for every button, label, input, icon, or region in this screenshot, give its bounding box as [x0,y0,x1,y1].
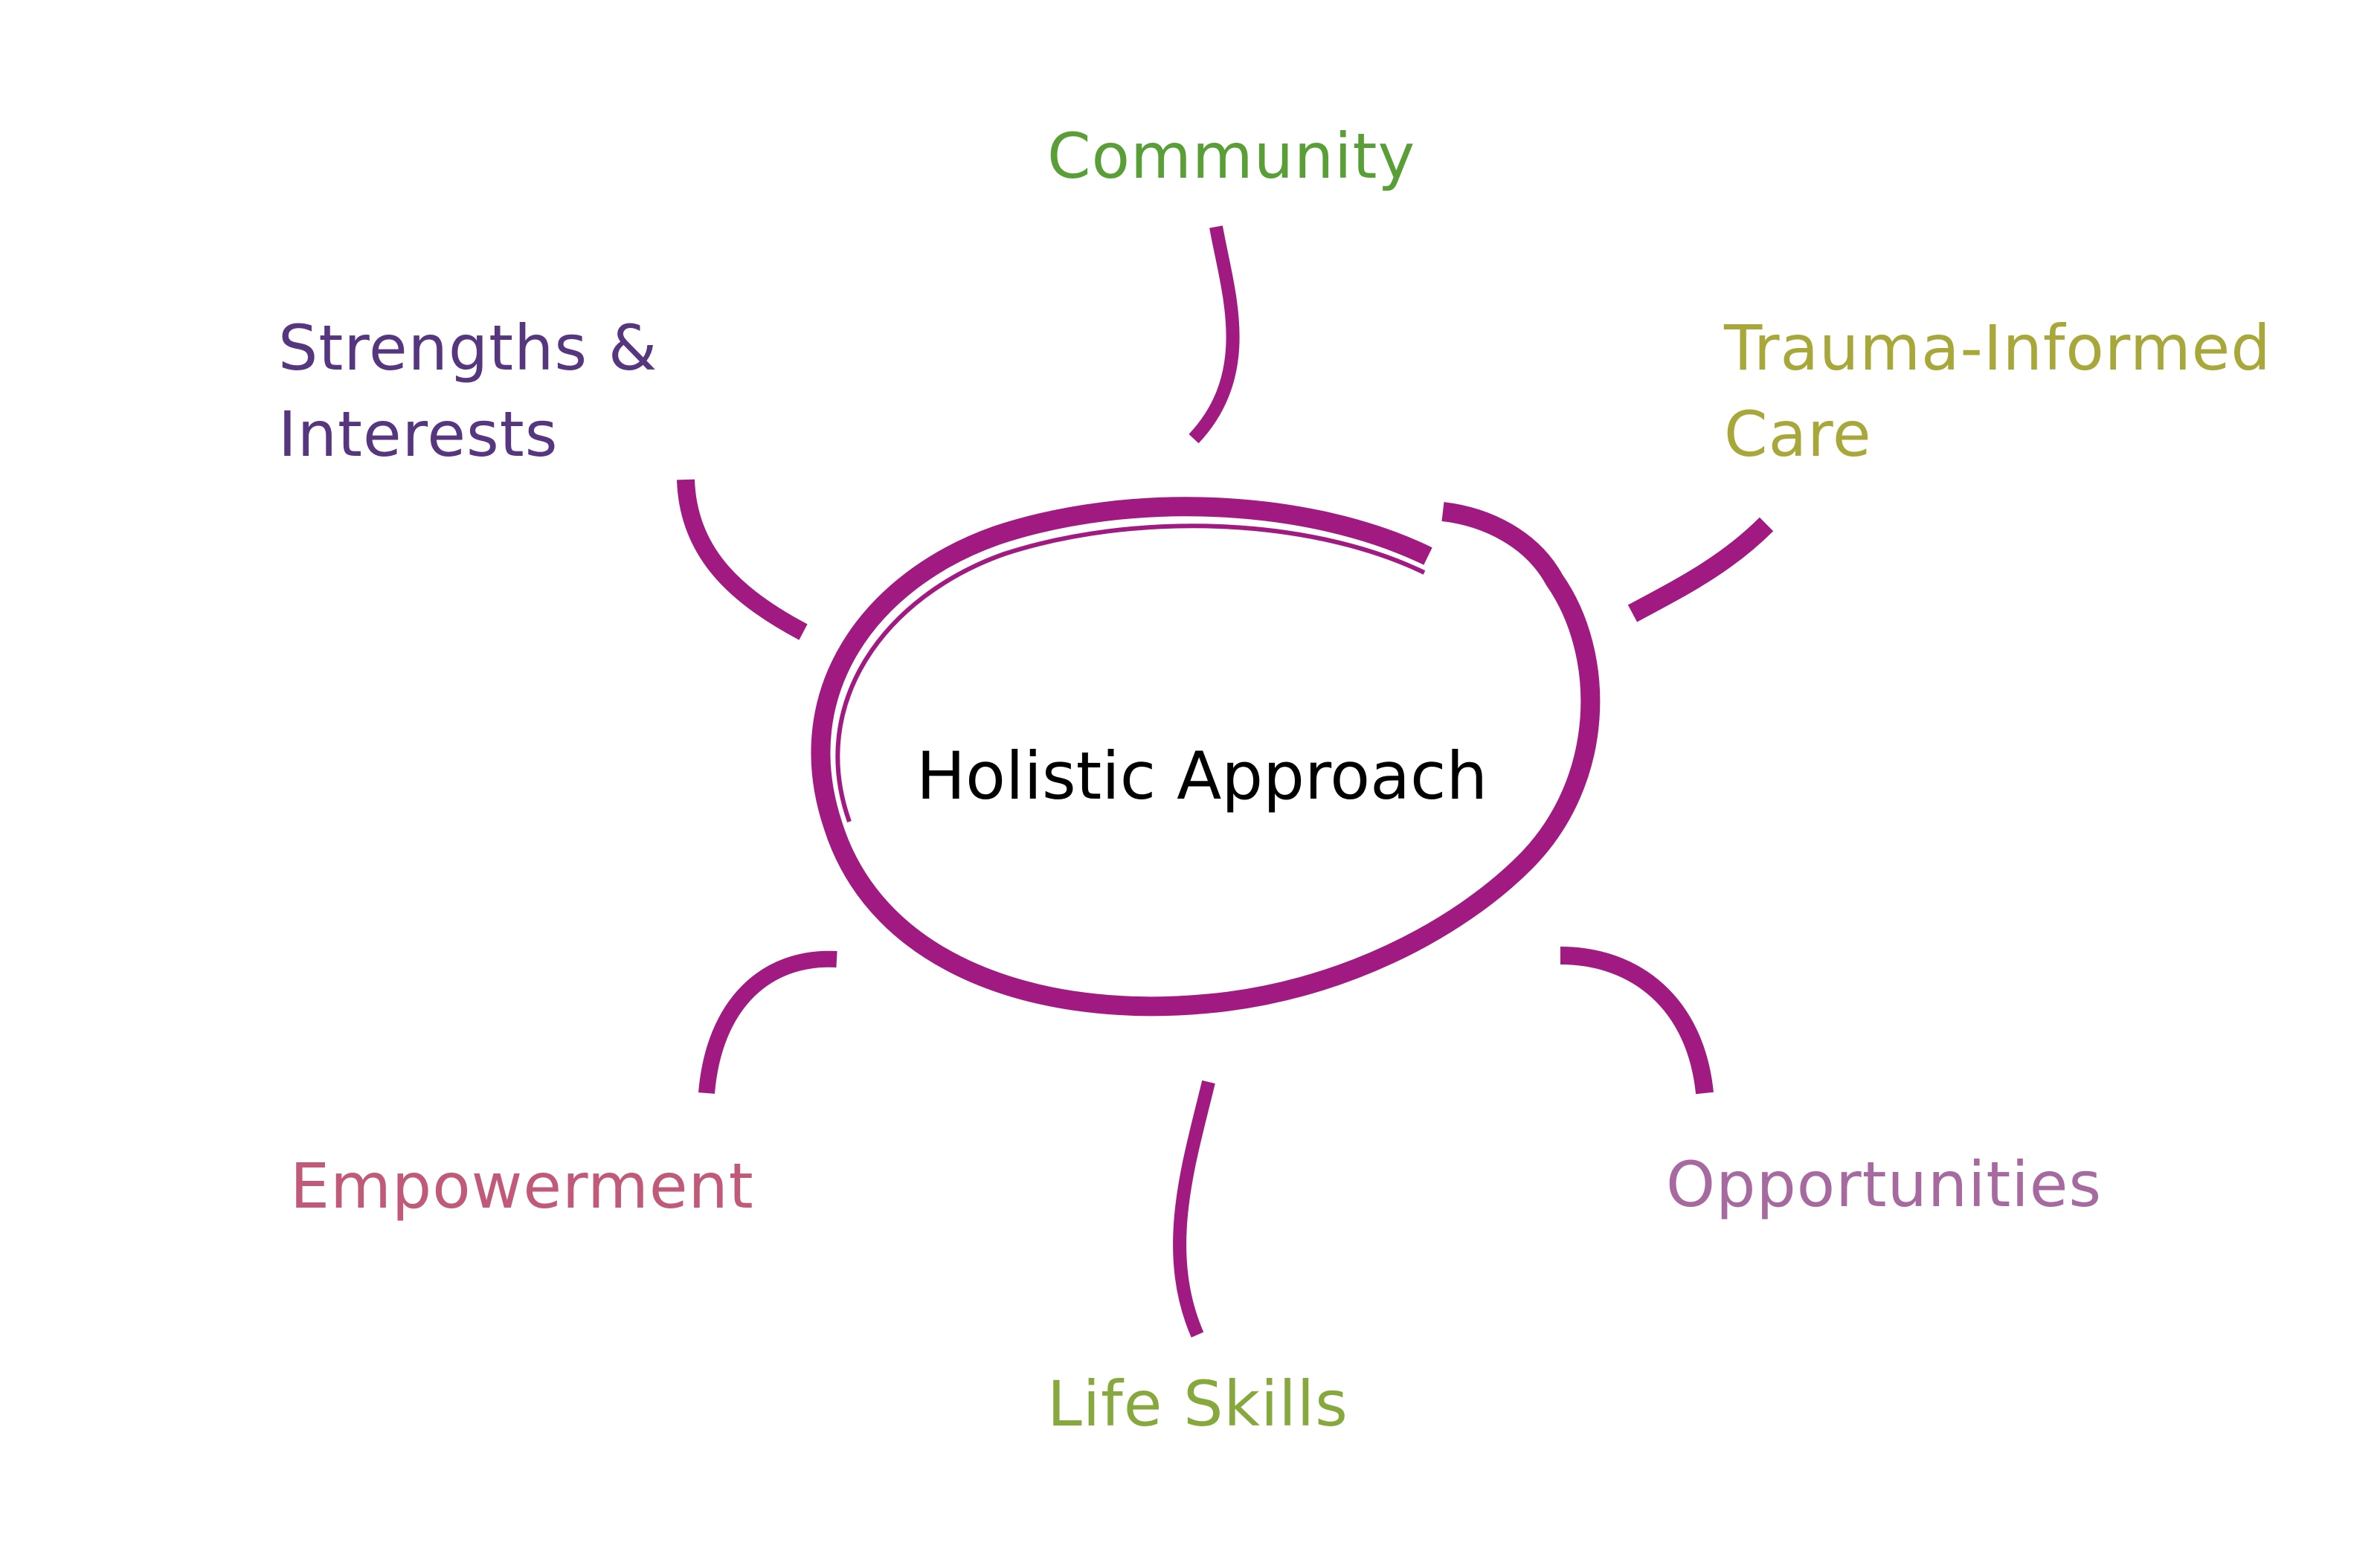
connector-strengths [677,479,808,640]
node-empowerment-label: Empowerment [290,1150,754,1223]
center-label: Holistic Approach [916,738,1488,814]
node-trauma-label: Trauma-Informed Care [1724,305,2271,477]
connector-life-skills [1173,1080,1215,1338]
node-strengths-line-1: Strengths & [278,312,658,384]
node-strengths-line-2: Interests [278,398,559,471]
connector-empowerment [698,950,837,1094]
node-life-skills-label: Life Skills [1047,1368,1348,1440]
node-trauma-line-2: Care [1724,398,1872,471]
center-ellipse [811,497,1601,1017]
node-community-label: Community [1047,120,1416,193]
connector-community [1189,225,1240,444]
center-ellipse-inner [835,524,1426,823]
node-trauma-line-1: Trauma-Informed [1724,312,2271,384]
connector-trauma [1627,517,1774,622]
connector-opportunities [1560,947,1714,1095]
node-opportunities-label: Opportunities [1666,1148,2103,1221]
node-strengths-label: Strengths & Interests [278,305,657,477]
